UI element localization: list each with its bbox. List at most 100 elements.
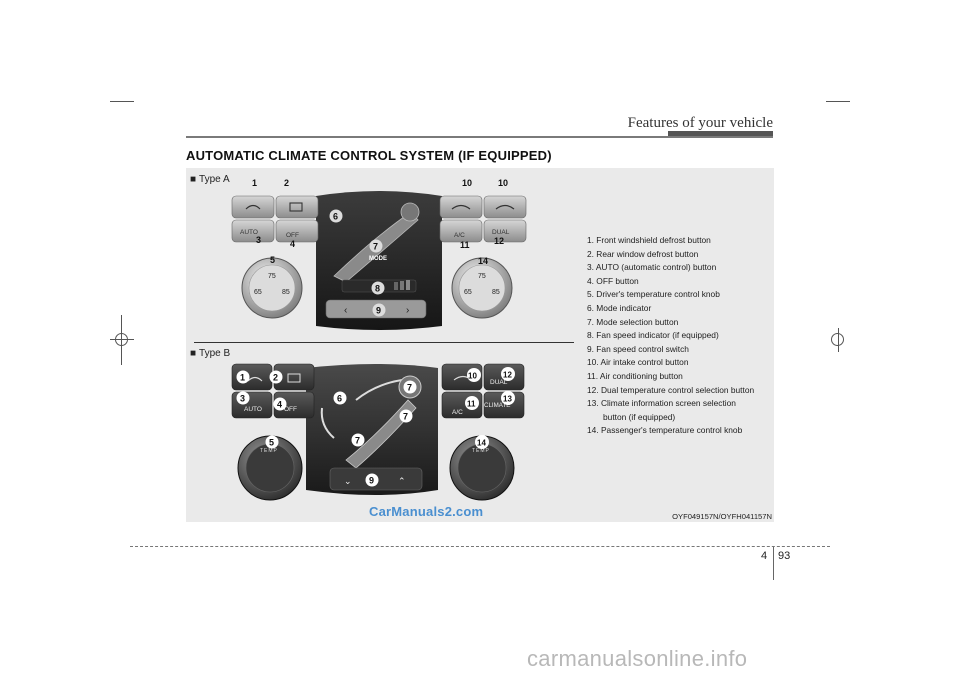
driver-knob-85: 85 [282, 289, 290, 296]
legend-item-5: 5. Driver's temperature control knob [587, 289, 720, 300]
callout-b-7b: 7 [403, 412, 408, 422]
callout-b-11: 11 [467, 400, 476, 409]
callout-a-8: 8 [375, 284, 380, 294]
driver-temp-label-b: TEMP [260, 448, 278, 454]
callout-a-2: 2 [284, 178, 289, 188]
legend-item-9: 9. Fan speed control switch [587, 343, 689, 354]
callout-b-9: 9 [369, 476, 374, 486]
legend-item-3: 3. AUTO (automatic control) button [587, 262, 717, 273]
rear-defrost-icon-b [287, 373, 301, 383]
legend-item-11: 11. Air conditioning button [587, 370, 683, 381]
page-number: 93 [778, 550, 791, 562]
type-divider [194, 342, 574, 343]
panel-a-illustration: AUTO OFF A/C DUAL 75 65 85 75 65 85 MODE… [231, 178, 527, 330]
legend-item-2: 2. Rear window defrost button [587, 248, 699, 259]
callout-a-5: 5 [270, 255, 275, 265]
callout-b-12: 12 [503, 371, 512, 380]
footer-watermark: carmanualsonline.info [527, 646, 748, 671]
passenger-knob-75: 75 [478, 273, 486, 280]
callout-a-9: 9 [376, 306, 381, 316]
auto-label: AUTO [240, 229, 258, 236]
callout-b-1: 1 [240, 373, 245, 383]
type-a-label: ■Type A [190, 174, 230, 185]
driver-knob-65: 65 [254, 289, 262, 296]
panel-b-illustration: AUTO OFF A/C DUAL CLIMATE TEMP TEMP ⌄ ⌃ … [231, 363, 525, 501]
off-label: OFF [286, 232, 299, 239]
ac-button [439, 219, 483, 243]
crop-mark-left-circle [115, 333, 128, 346]
callout-a-10a: 10 [462, 178, 472, 188]
ac-label: A/C [454, 232, 465, 239]
fan-down-arrow-b: ⌄ [344, 476, 352, 486]
mode-arrow-lower [320, 407, 335, 439]
passenger-temp-label-b: TEMP [472, 448, 490, 454]
off-button [275, 219, 319, 243]
page-title: AUTOMATIC CLIMATE CONTROL SYSTEM (IF EQU… [186, 148, 552, 163]
dual-button [483, 219, 527, 243]
legend-item-6: 6. Mode indicator [587, 302, 652, 313]
front-defrost-button [231, 195, 275, 219]
mode-seat-graphic-b [345, 399, 417, 469]
callout-a-1: 1 [252, 178, 257, 188]
air-intake-button-2 [483, 195, 527, 219]
type-a-marker: ■ [190, 174, 197, 185]
page-number-rule [773, 547, 774, 580]
front-defrost-icon-b [247, 376, 263, 382]
auto-label-b: AUTO [244, 406, 262, 413]
callout-a-11: 11 [460, 240, 470, 250]
fan-right-arrow: › [406, 305, 409, 316]
ac-label-b: A/C [452, 409, 463, 416]
callout-a-10b: 10 [498, 178, 508, 188]
legend-item-14: 14. Passenger's temperature control knob [587, 425, 743, 436]
legend-item-10: 10. Air intake control button [587, 357, 689, 368]
callout-b-14: 14 [477, 439, 486, 448]
air-intake-button [439, 195, 483, 219]
dual-label-b: DUAL [490, 379, 508, 386]
callout-legend: 1. Front windshield defrost button 2. Re… [587, 234, 777, 438]
air-intake-icon [451, 204, 471, 210]
callout-b-10: 10 [468, 372, 477, 381]
callout-b-7a: 7 [407, 383, 412, 393]
driver-knob-75: 75 [268, 273, 276, 280]
callout-b-2: 2 [273, 373, 278, 383]
callout-b-13: 13 [503, 395, 512, 404]
footer-dashed-rule [130, 546, 830, 547]
type-a-label-text: Type A [199, 174, 230, 185]
callout-b-7c: 7 [355, 436, 360, 446]
crop-mark-right-circle [831, 333, 844, 346]
climate-label-b: CLIMATE [484, 402, 510, 409]
legend-item-12: 12. Dual temperature control selection b… [587, 384, 755, 395]
section-rule [186, 136, 773, 138]
front-defrost-icon [245, 204, 261, 210]
callout-b-6: 6 [337, 394, 342, 404]
callout-a-4: 4 [290, 239, 295, 249]
passenger-knob-65: 65 [464, 289, 472, 296]
callout-a-12: 12 [494, 236, 504, 246]
legend-item-4: 4. OFF button [587, 275, 639, 286]
legend-item-7: 7. Mode selection button [587, 316, 679, 327]
dual-label: DUAL [492, 229, 510, 236]
legend-item-13-cont: button (if equipped) [603, 411, 676, 422]
legend-item-8: 8. Fan speed indicator (if equipped) [587, 330, 719, 341]
mode-arrow-upper [355, 379, 403, 401]
figure-reference-code: OYF049157N/OYFH041157N [672, 512, 772, 521]
callout-a-3: 3 [256, 235, 261, 245]
callout-a-14: 14 [478, 256, 488, 266]
auto-button [231, 219, 275, 243]
legend-item-1: 1. Front windshield defrost button [587, 235, 711, 245]
air-intake-icon-2 [495, 204, 515, 210]
callout-b-5: 5 [269, 438, 274, 448]
callout-a-7: 7 [373, 242, 378, 252]
section-header-bar [668, 131, 773, 137]
fan-left-arrow: ‹ [344, 305, 347, 316]
off-label-b: OFF [284, 406, 297, 413]
fan-up-arrow-b: ⌃ [398, 476, 406, 486]
crop-mark-top-right-h [826, 101, 850, 102]
callout-b-4: 4 [277, 400, 282, 410]
legend-item-13: 13. Climate information screen selection [587, 398, 736, 409]
seat-head-icon [400, 202, 420, 222]
crop-mark-top-left-h [110, 101, 134, 102]
type-b-label-text: Type B [199, 348, 231, 359]
page-chapter: 4 [761, 550, 768, 562]
rear-defrost-button [275, 195, 319, 219]
